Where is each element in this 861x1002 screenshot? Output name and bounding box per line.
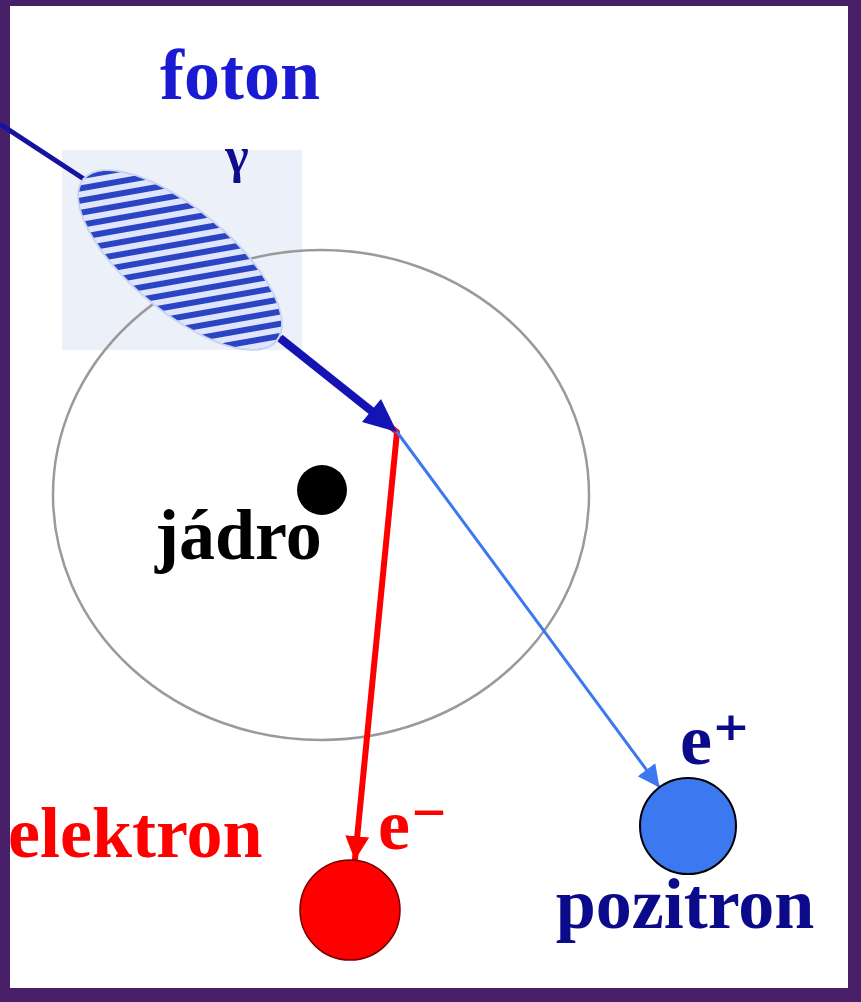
- photon-glow: [49, 139, 310, 382]
- nucleus-label: jádro: [155, 499, 322, 571]
- photon-wave-packet-fill: [52, 141, 308, 378]
- symbol-label: γ: [225, 130, 248, 180]
- particle-label: pozitron: [556, 868, 815, 940]
- atom-shell: [53, 250, 589, 740]
- positron-circle-fill: [640, 778, 736, 874]
- shape-outline: [637, 775, 739, 877]
- photon-wave-packet: fotonγ: [76, 168, 284, 352]
- shape-outline: [297, 857, 403, 963]
- symbol-label: e⁻: [378, 789, 448, 861]
- positron-track: [278, 337, 660, 787]
- electron-track: [278, 337, 397, 860]
- photon-arrow-head: [362, 399, 397, 432]
- nucleus-dot: jádro: [294, 462, 350, 518]
- particle-label: elektron: [8, 797, 263, 869]
- particle-label: foton: [160, 39, 320, 111]
- shape-outline: [76, 168, 284, 352]
- electron-circle: elektrone⁻: [297, 857, 403, 963]
- electron-circle-fill: [300, 860, 400, 960]
- incoming-photon-line: [0, 124, 90, 183]
- positron-circle: e⁺pozitron: [637, 775, 739, 877]
- photon-arrow-line: [280, 338, 374, 413]
- symbol-label: e⁺: [680, 704, 750, 776]
